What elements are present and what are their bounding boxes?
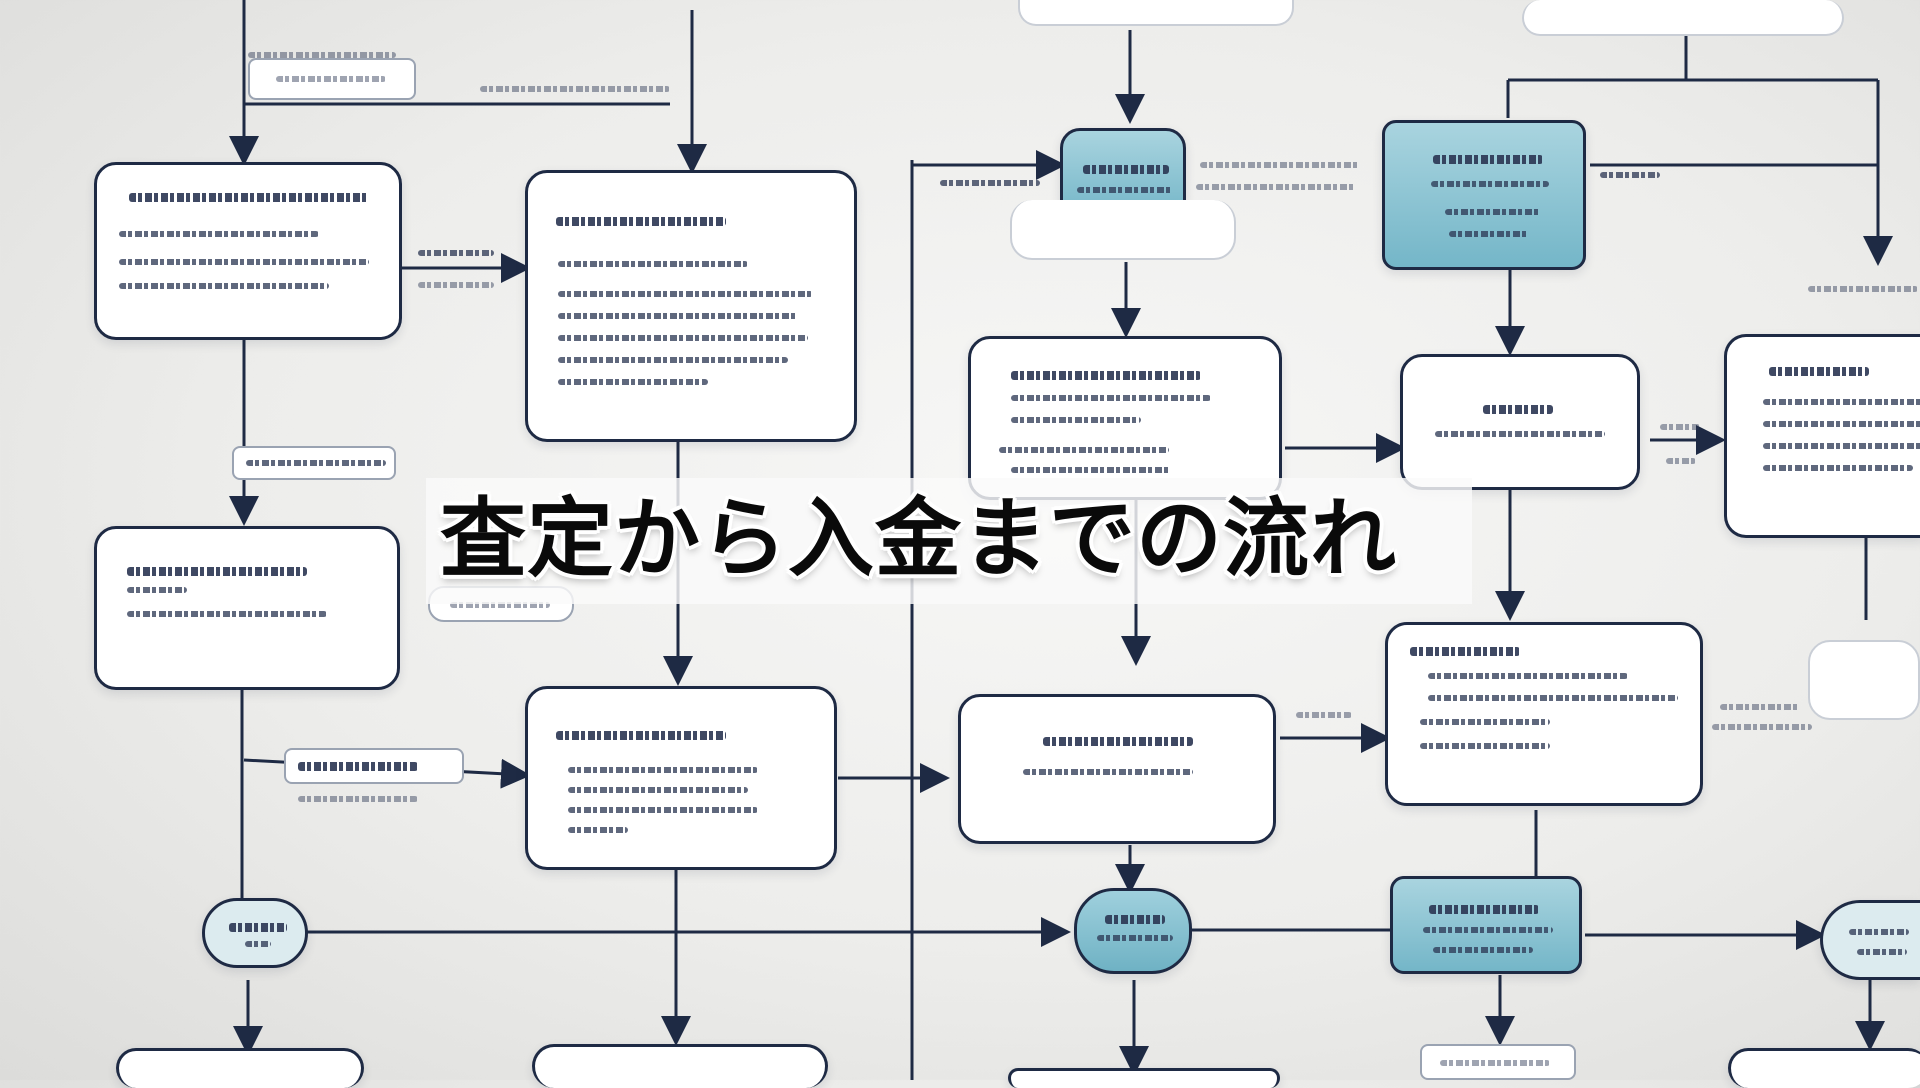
process-box	[1385, 622, 1703, 806]
edge-label	[248, 58, 416, 100]
decision-box	[1390, 876, 1582, 974]
edge-annotation	[940, 180, 1040, 186]
process-box	[1018, 0, 1294, 26]
edge-annotation	[1196, 184, 1356, 190]
edge-annotation	[298, 796, 418, 802]
edge-annotation	[1660, 424, 1700, 430]
edge-annotation	[1296, 712, 1352, 718]
page-title: 査定から入金までの流れ	[440, 489, 1397, 589]
edge-annotation	[1666, 458, 1696, 464]
process-box	[958, 694, 1276, 844]
edge-annotation	[1808, 286, 1918, 292]
process-box	[1400, 354, 1640, 490]
process-box	[532, 1044, 828, 1088]
edge-label	[232, 446, 396, 480]
edge-annotation	[1600, 172, 1660, 178]
process-box	[968, 336, 1282, 500]
edge-label	[1420, 1044, 1576, 1080]
process-box	[1522, 0, 1844, 36]
edge-annotation	[1712, 724, 1812, 730]
process-box	[1728, 1048, 1920, 1088]
process-box	[525, 686, 837, 870]
title-band	[426, 478, 1472, 604]
process-box	[94, 526, 400, 690]
edge-annotation	[480, 86, 670, 92]
edge-annotation	[1720, 704, 1800, 710]
decision-box	[1382, 120, 1586, 270]
terminal-node	[202, 898, 308, 968]
edge-label	[284, 748, 464, 784]
process-box	[1008, 1068, 1280, 1088]
process-box	[94, 162, 402, 340]
edge-annotation	[418, 282, 494, 288]
process-box	[1808, 640, 1920, 720]
process-box	[1724, 334, 1920, 538]
edge-annotation	[418, 250, 494, 256]
edge-annotation	[1200, 162, 1360, 168]
connectors	[229, 0, 1893, 1080]
process-box	[525, 170, 857, 442]
terminal-node	[1074, 888, 1192, 974]
edge-annotation	[248, 52, 396, 58]
process-box	[116, 1048, 364, 1088]
terminal-node	[1820, 900, 1920, 980]
process-box	[1010, 200, 1236, 260]
